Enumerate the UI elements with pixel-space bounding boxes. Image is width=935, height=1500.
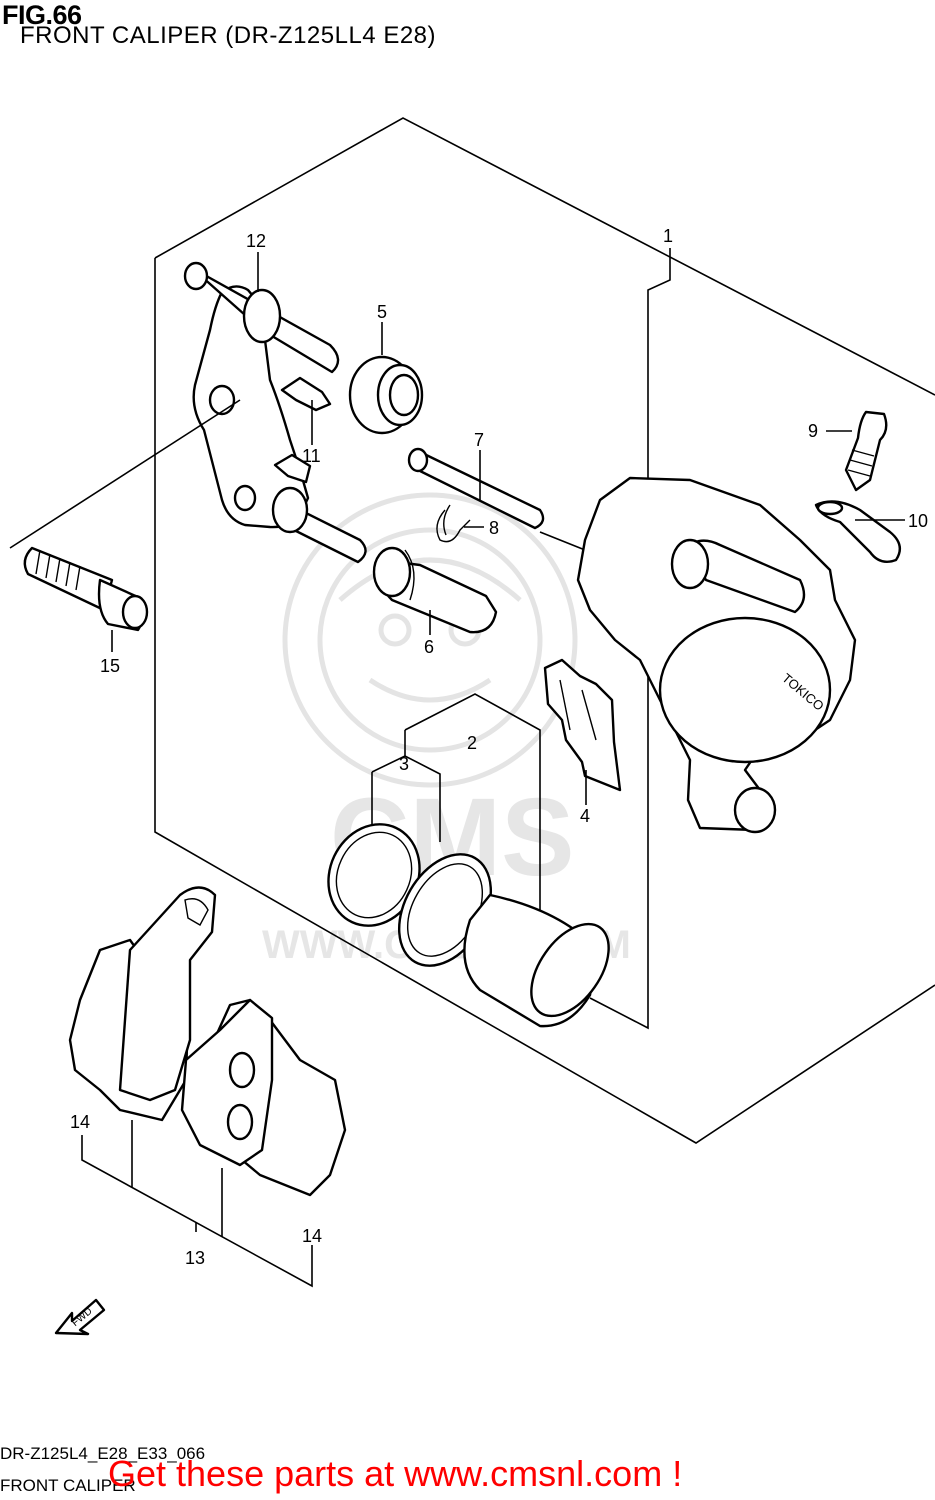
slide-pin [372, 546, 498, 634]
callout-12: 12 [246, 231, 266, 251]
callout-6: 6 [424, 637, 434, 657]
pad-spring-clip [273, 376, 332, 484]
callout-15: 15 [100, 656, 120, 676]
callout-3: 3 [399, 754, 409, 774]
pin-bolt [407, 447, 545, 530]
callout-9: 9 [808, 421, 818, 441]
callout-10: 10 [908, 511, 928, 531]
clip [436, 504, 471, 543]
forward-arrow-icon: FWD [54, 1298, 106, 1336]
callout-5: 5 [377, 302, 387, 322]
piston [463, 893, 610, 1028]
brake-pads [68, 886, 347, 1288]
callout-4: 4 [580, 806, 590, 826]
callout-14-left: 14 [70, 1112, 90, 1132]
callout-labels: 1 2 3 4 5 6 7 8 9 10 11 12 13 14 14 15 [70, 226, 928, 1268]
boot [348, 355, 424, 435]
assembly-outline [154, 117, 935, 1144]
callout-13: 13 [185, 1248, 205, 1268]
leader-lines [9, 252, 905, 805]
caliper-body: TOKICO [576, 476, 857, 834]
callout-14-right: 14 [302, 1226, 322, 1246]
diagram-name: FRONT CALIPER [0, 1476, 136, 1495]
figure-number: FIG.66 [2, 0, 82, 30]
pad-spring [543, 658, 622, 792]
callout-8: 8 [489, 518, 499, 538]
callout-1: 1 [663, 226, 673, 246]
caliper-bracket [183, 261, 367, 564]
promo-link[interactable]: Get these parts at www.cmsnl.com ! [108, 1453, 683, 1494]
figure-title: FRONT CALIPER (DR-Z125LL4 E28) [20, 22, 437, 49]
mounting-bolt [23, 546, 149, 632]
diagram-code: DR-Z125L4_E28_E33_066 [0, 1444, 206, 1463]
callout-7: 7 [474, 430, 484, 450]
callout-2: 2 [467, 733, 477, 753]
callout-11: 11 [302, 446, 321, 466]
bleeder-valve [844, 410, 888, 492]
bleeder-cap [814, 500, 902, 563]
